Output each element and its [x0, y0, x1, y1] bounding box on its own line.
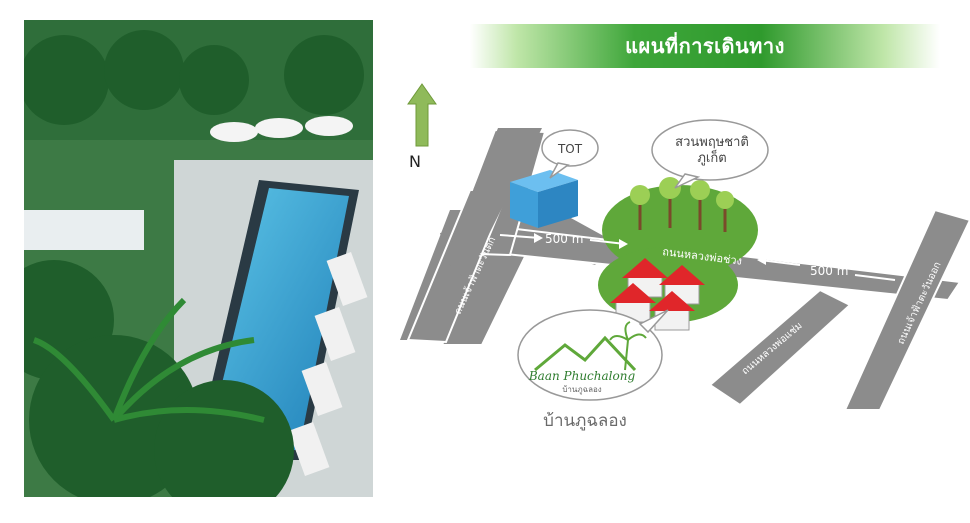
west-distance-marker: 500 m: [499, 232, 628, 249]
north-arrow-icon: [407, 83, 437, 147]
resort-callout: Baan Phuchalong บ้านภูฉลอง: [517, 309, 669, 401]
tot-callout: TOT: [541, 129, 599, 179]
north-label: N: [409, 152, 421, 171]
resort-logo-palm-icon: [609, 321, 647, 371]
resort-logo-text: Baan Phuchalong: [528, 369, 636, 383]
tot-building-icon: [510, 170, 578, 228]
park-callout: สวนพฤษชาติภูเก็ต: [651, 119, 769, 189]
directions-map: TOT สวนพฤษชาติภูเก็ต ถนนหลวงพ่อช่วง ถนนเ…: [400, 70, 970, 523]
resort-name: บ้านภูฉลอง: [543, 411, 627, 431]
park-label: สวนพฤษชาติภูเก็ต: [675, 135, 749, 166]
resort-logo-subtext: บ้านภูฉลอง: [562, 385, 601, 395]
park-label-line: สวนพฤษชาติ: [675, 135, 749, 150]
west-distance-label: 500 m: [545, 232, 583, 246]
title-banner: แผนที่การเดินทาง: [470, 24, 940, 68]
east-road: [843, 208, 970, 411]
park-trees: [630, 177, 734, 232]
resort-pool-photo: [24, 20, 373, 497]
park-label-line: ภูเก็ต: [697, 148, 726, 166]
tot-label: TOT: [557, 142, 583, 156]
east-distance-marker: 500 m: [757, 255, 896, 281]
south-road: [708, 288, 852, 407]
east-distance-label: 500 m: [810, 264, 848, 278]
page-title: แผนที่การเดินทาง: [625, 34, 785, 58]
resort-logo-mountain-icon: [534, 335, 637, 372]
